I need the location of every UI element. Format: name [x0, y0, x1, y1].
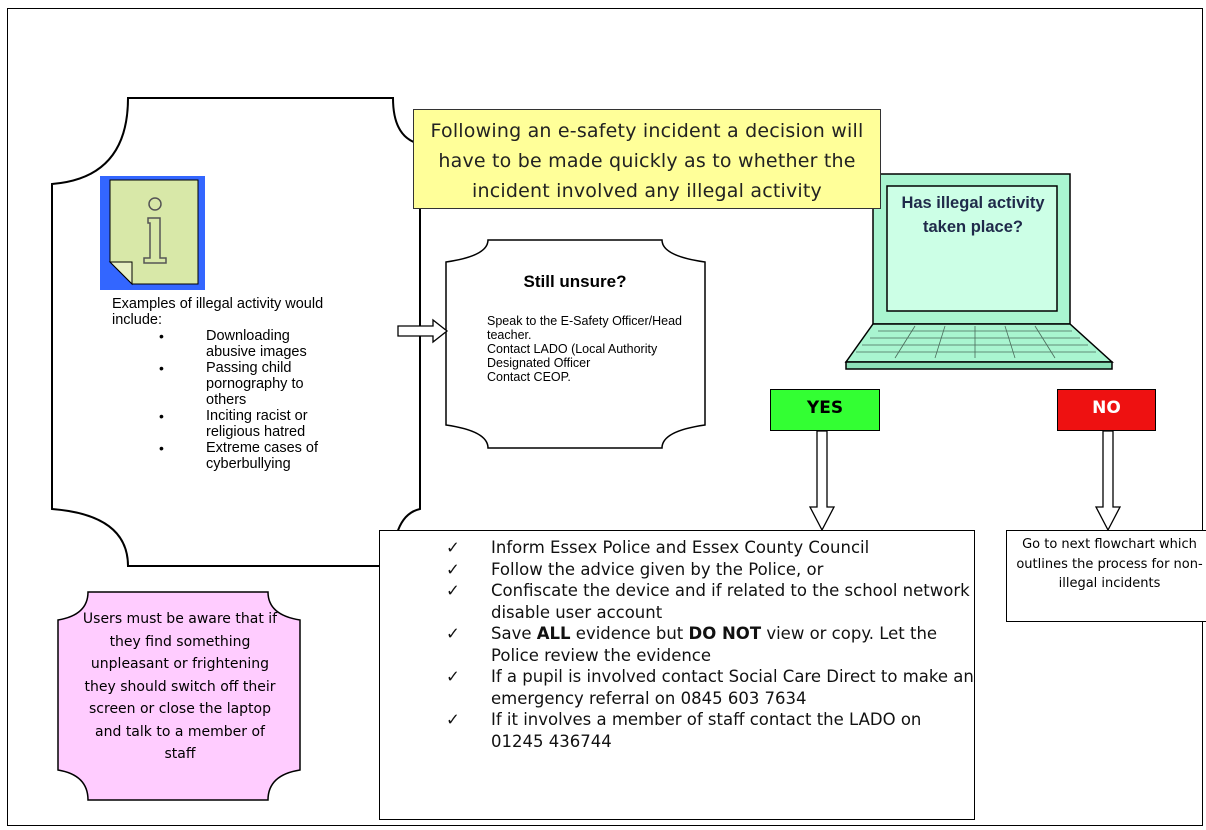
- action-item: ✓ If a pupil is involved contact Social …: [446, 666, 976, 709]
- action-text-pre: Save: [491, 624, 537, 643]
- unsure-line: Contact LADO (Local Authority Designated…: [487, 342, 658, 370]
- action-text: Confiscate the device and if related to …: [491, 581, 970, 622]
- unsure-title: Still unsure?: [523, 272, 627, 291]
- unsure-body: Speak to the E-Safety Officer/Head teach…: [487, 314, 687, 384]
- unsure-line: Contact CEOP.: [487, 370, 571, 384]
- action-item: ✓ Follow the advice given by the Police,…: [446, 559, 976, 581]
- action-text-post: view or copy. Let the Police review the …: [491, 624, 938, 665]
- checkmark-icon: ✓: [446, 559, 460, 579]
- action-text: If a pupil is involved contact Social Ca…: [491, 667, 974, 708]
- next-text: Go to next flowchart which outlines the …: [1016, 537, 1203, 591]
- action-text-bold: DO NOT: [688, 624, 762, 643]
- question-text: Has illegal activity taken place?: [901, 194, 1045, 236]
- actions-box: [379, 530, 975, 820]
- yes-box: YES: [770, 389, 880, 431]
- list-item: Extreme cases of cyberbullying: [112, 440, 342, 472]
- intro-box: Following an e-safety incident a decisio…: [413, 109, 881, 209]
- examples-list: Downloading abusive images Passing child…: [112, 328, 342, 472]
- unsure-card-shape: [445, 239, 706, 449]
- unsure-line: Speak to the E-Safety Officer/Head teach…: [487, 314, 683, 342]
- note-text: Users must be aware that if they find so…: [82, 611, 278, 762]
- info-icon: [100, 176, 205, 290]
- examples-text: Examples of illegal activity would inclu…: [112, 296, 342, 472]
- arrow-no-down: [1094, 430, 1122, 532]
- action-text: If it involves a member of staff contact…: [491, 710, 922, 751]
- next-flowchart-box: Go to next flowchart which outlines the …: [1006, 530, 1206, 622]
- actions-list: ✓ Inform Essex Police and Essex County C…: [446, 537, 976, 752]
- diagram-frame: [7, 8, 1203, 826]
- checkmark-icon: ✓: [446, 667, 460, 686]
- no-box: NO: [1057, 389, 1156, 431]
- list-item: Passing child pornography to others: [112, 360, 342, 408]
- arrow-yes-down: [808, 430, 836, 532]
- action-item: ✓ If it involves a member of staff conta…: [446, 709, 976, 752]
- checkmark-icon: ✓: [446, 538, 460, 557]
- action-item: ✓ Inform Essex Police and Essex County C…: [446, 537, 976, 559]
- note-card-shape: [57, 591, 301, 801]
- list-item: Downloading abusive images: [112, 328, 342, 360]
- list-item: Inciting racist or religious hatred: [112, 408, 342, 440]
- action-text-mid: evidence but: [570, 624, 689, 643]
- laptop-shape: [844, 173, 1114, 370]
- checkmark-icon: ✓: [446, 710, 460, 729]
- checkmark-icon: ✓: [446, 624, 460, 643]
- action-text: Inform Essex Police and Essex County Cou…: [491, 538, 870, 557]
- arrow-to-unsure: [397, 318, 449, 344]
- action-item: ✓ Save ALL evidence but DO NOT view or c…: [446, 623, 976, 666]
- action-text-bold: ALL: [536, 624, 571, 643]
- action-text: Follow the advice given by the Police, o…: [491, 559, 824, 579]
- action-item: ✓ Confiscate the device and if related t…: [446, 580, 976, 623]
- examples-heading: Examples of illegal activity would inclu…: [112, 296, 324, 328]
- checkmark-icon: ✓: [446, 581, 460, 600]
- intro-text: Following an e-safety incident a decisio…: [430, 120, 864, 202]
